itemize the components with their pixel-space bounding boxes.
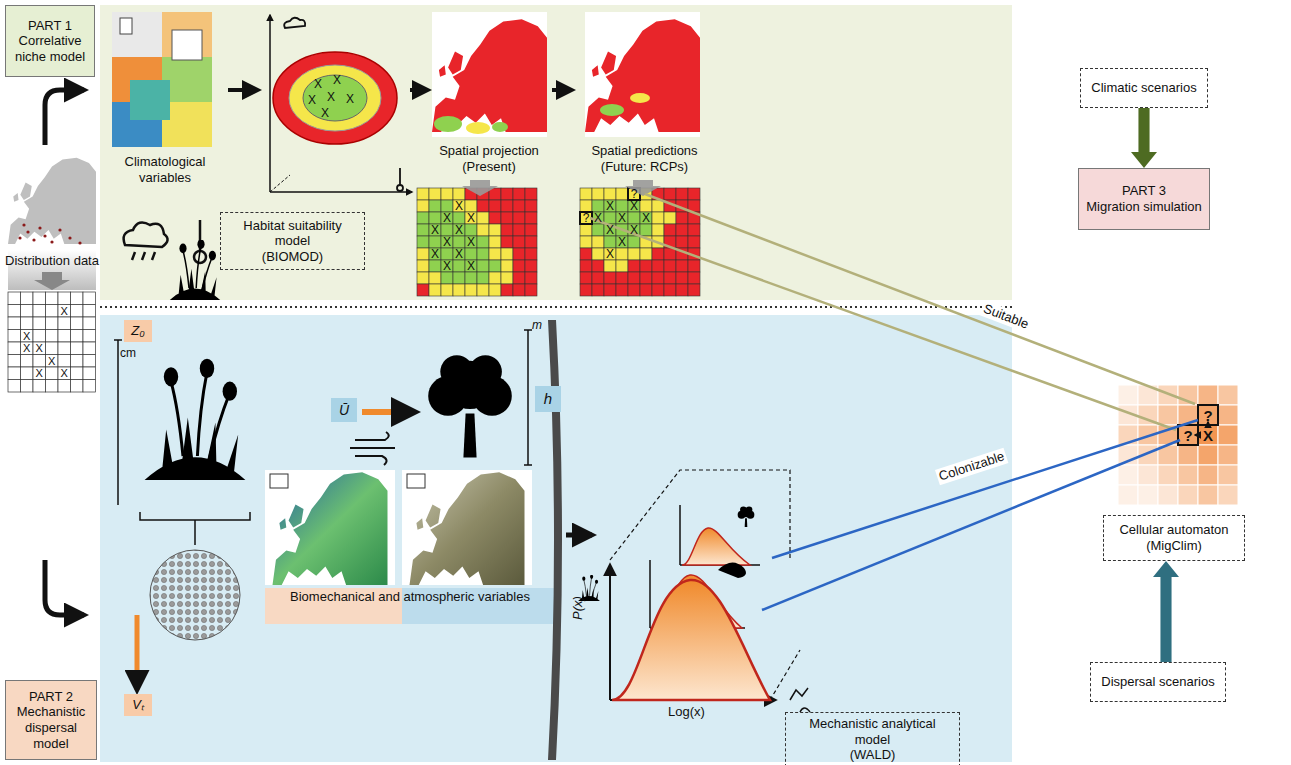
process-box: PART 1Correlative niche model — [5, 5, 95, 77]
caption-label: P(x) — [570, 596, 586, 620]
grid-mark: X — [594, 212, 602, 224]
grid-mark: X — [642, 212, 650, 224]
node-text: (BIOMOD) — [262, 249, 323, 265]
grid-mark: X — [23, 330, 30, 341]
grid-mark: X — [36, 368, 43, 379]
grid-mark: X — [333, 74, 341, 86]
node-heading: PART 1 — [28, 18, 72, 34]
process-box: Dispersal scenarios — [1090, 662, 1226, 702]
grid-mark: X — [36, 343, 43, 354]
caption-label: cm — [120, 346, 136, 360]
node-heading: Cellular automaton — [1119, 522, 1228, 538]
grid-mark: X — [467, 212, 475, 224]
process-box: Vₜ — [124, 694, 152, 716]
grid-mark: X — [606, 248, 614, 260]
node-text: Correlative niche model — [10, 33, 90, 64]
grid-mark: ? — [631, 188, 638, 200]
process-box: Z₀ — [124, 320, 152, 342]
grid-mark: X — [308, 94, 316, 106]
node-text: Migration simulation — [1086, 199, 1202, 215]
grid-mark: X — [618, 236, 626, 248]
caption-label: Log(x) — [668, 704, 705, 720]
caption-label: Distribution data — [3, 253, 101, 269]
grid-mark: X — [61, 368, 68, 379]
node-text: (WALD) — [850, 747, 896, 763]
block-arrow — [1131, 108, 1157, 168]
process-box: Ū — [331, 398, 357, 422]
node-text: Z₀ — [131, 323, 144, 339]
grid-mark: X — [606, 224, 614, 236]
grid-mark: X — [443, 260, 451, 272]
node-text: Climatic scenarios — [1091, 80, 1196, 96]
node-heading: Habitat suitability model — [225, 218, 360, 249]
caption-label: Spatial predictions (Future: RCPs) — [572, 143, 717, 174]
grid-mark: ? — [583, 212, 590, 224]
node-text: Dispersal scenarios — [1101, 674, 1214, 690]
grid-mark: X — [618, 212, 626, 224]
grid-mark: X — [443, 236, 451, 248]
grid-mark: X — [467, 260, 475, 272]
grid-mark: X — [321, 107, 329, 119]
grid-mark: X — [48, 355, 55, 366]
node-text: Ū — [339, 402, 349, 419]
grid-mark: X — [455, 224, 463, 236]
grid-mark: X — [1203, 428, 1213, 443]
grid-mark: X — [23, 343, 30, 354]
process-box: Climatic scenarios — [1080, 68, 1208, 108]
caption-label: Climatological variables — [105, 154, 225, 185]
grid-mark: X — [61, 305, 68, 316]
block-arrow — [1153, 561, 1179, 662]
node-heading: PART 3 — [1122, 183, 1166, 199]
process-box: Mechanistic analytical model(WALD) — [785, 712, 960, 765]
process-box: Cellular automaton(MigClim) — [1103, 515, 1245, 561]
grid-mark: X — [346, 93, 354, 105]
caption-label: Spatial projection (Present) — [418, 143, 560, 174]
process-box: PART 2Mechanistic dispersal model — [5, 680, 97, 760]
process-box: Habitat suitability model(BIOMOD) — [220, 212, 365, 270]
grid-mark: X — [467, 236, 475, 248]
caption-label: Biomechanical and atmospheric variables — [265, 589, 555, 605]
process-box: h — [535, 386, 561, 412]
grid-mark: X — [327, 91, 335, 103]
node-text: Vₜ — [132, 697, 144, 713]
grid-mark: X — [443, 212, 451, 224]
grid-mark: X — [630, 224, 638, 236]
grid-mark: X — [455, 200, 463, 212]
grid-mark: X — [431, 224, 439, 236]
node-heading: PART 2 — [29, 689, 73, 705]
node-heading: Mechanistic analytical model — [790, 716, 955, 747]
grid-mark: X — [606, 200, 614, 212]
grid-mark: X — [630, 200, 638, 212]
node-text: h — [544, 390, 552, 408]
grid-mark: ? — [1183, 428, 1192, 443]
grid-mark: X — [431, 248, 439, 260]
process-box: PART 3Migration simulation — [1078, 168, 1210, 230]
caption-label: m — [532, 318, 542, 332]
grid-mark: X — [455, 248, 463, 260]
node-text: Mechanistic dispersal model — [10, 704, 92, 751]
grid-mark: ? — [1203, 408, 1212, 423]
node-text: (MigClim) — [1146, 538, 1202, 554]
grid-mark: X — [314, 78, 322, 90]
